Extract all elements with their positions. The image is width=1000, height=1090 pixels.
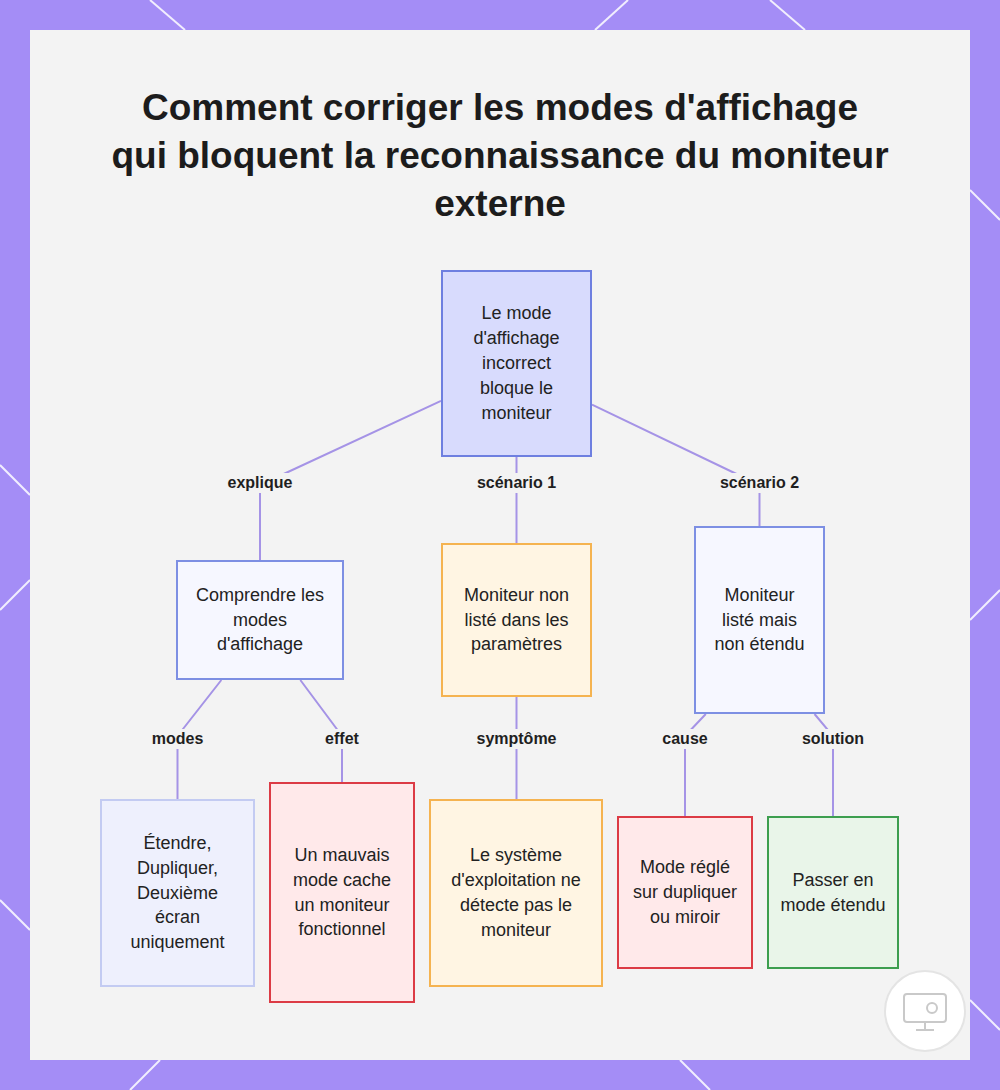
edge-label: scénario 2 [716,473,803,493]
root-box: Le mode d'affichage incorrect bloque le … [441,270,592,457]
cause-box: Mode réglé sur dupliquer ou miroir [617,816,753,969]
diagram-title: Comment corriger les modes d'affichage q… [110,84,890,228]
scenario-box: Moniteur listé mais non étendu [694,526,825,714]
node-text: Étendre, Dupliquer, Deuxième écran uniqu… [112,831,243,955]
node-text: Un mauvais mode cache un moniteur foncti… [281,843,403,942]
detail-box: Étendre, Dupliquer, Deuxième écran uniqu… [100,799,255,987]
node-text: Moniteur listé mais non étendu [706,583,813,657]
connector-line [592,405,760,526]
edge-label: symptôme [472,729,560,749]
detail-box: Un mauvais mode cache un moniteur foncti… [269,782,415,1003]
edge-label: cause [658,729,711,749]
node-text: Mode réglé sur dupliquer ou miroir [629,855,741,929]
node-text: Comprendre les modes d'affichage [188,583,332,657]
scenario-box: Moniteur non listé dans les paramètres [441,543,592,697]
logo-icon [880,966,970,1056]
node-text: Le système d'exploitation ne détecte pas… [441,843,591,942]
node-text: Passer en mode étendu [779,868,887,918]
topic-box: Comprendre les modes d'affichage [176,560,344,680]
edge-label: modes [148,729,208,749]
edge-label: explique [224,473,297,493]
edge-label: effet [321,729,363,749]
detail-box: Le système d'exploitation ne détecte pas… [429,799,603,987]
node-text: Le mode d'affichage incorrect bloque le … [453,301,580,425]
connector-line [516,457,518,543]
edge-label: solution [798,729,868,749]
solution-box: Passer en mode étendu [767,816,899,969]
node-text: Moniteur non listé dans les paramètres [453,583,580,657]
edge-label: scénario 1 [473,473,560,493]
